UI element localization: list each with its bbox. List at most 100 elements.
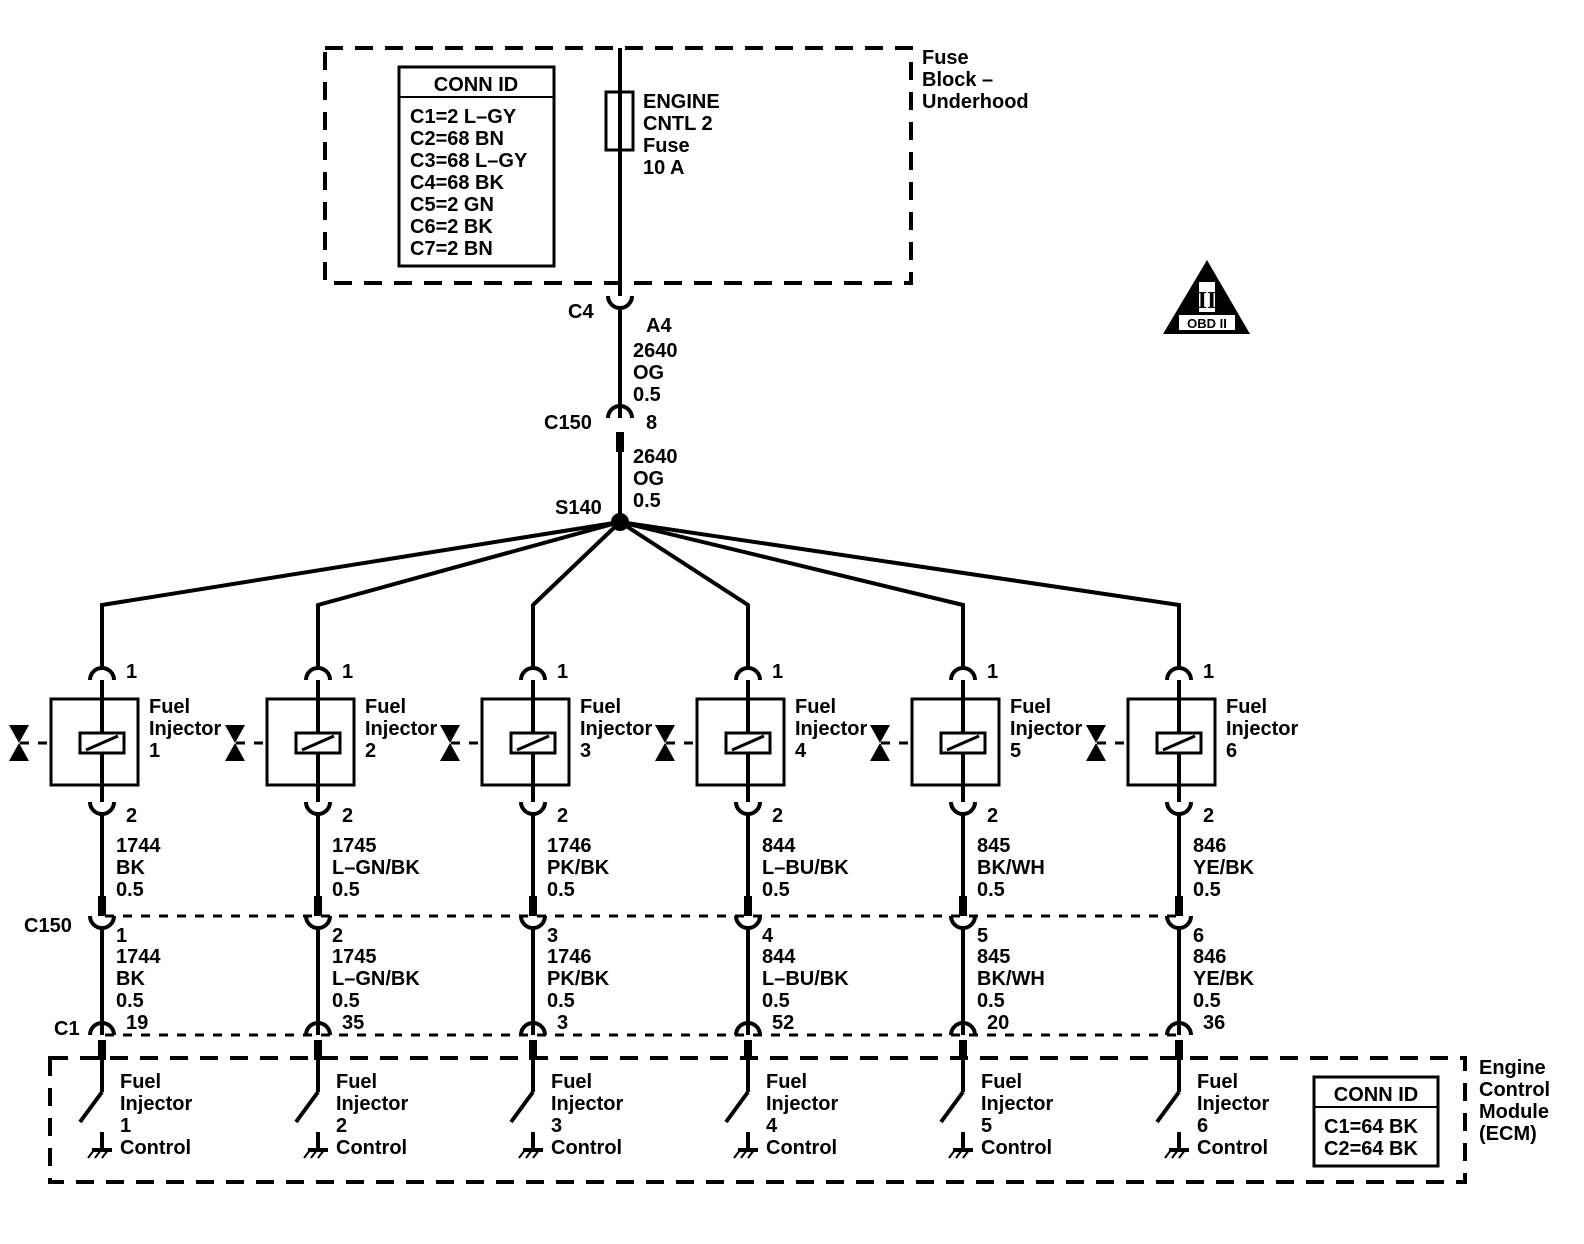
- injector-coil-slash: [85, 734, 119, 752]
- injector-top-connector: [88, 666, 116, 681]
- wire-gauge: 0.5: [762, 990, 790, 1012]
- obd-badge-roman-field: [1199, 282, 1215, 312]
- wire-circuit: 2640: [633, 340, 678, 362]
- ecm-control-label-line: Control: [551, 1137, 622, 1159]
- fuse-block-conn-id-table: CONN ID C1=2 L–GY C2=68 BN C3=68 L–GY C4…: [397, 65, 556, 268]
- c1-connector-symbol: [734, 1021, 762, 1036]
- ecm-control-label-line: 1: [120, 1115, 131, 1137]
- injector-top-pin: 1: [557, 661, 568, 683]
- conn-id-row: C3=68 L–GY: [410, 150, 528, 172]
- wire-color: YE/BK: [1193, 857, 1255, 879]
- c150-connector-symbol: [519, 915, 547, 930]
- ecm-switch-icon: [509, 1090, 535, 1124]
- ecm-switch-icon: [1155, 1090, 1181, 1124]
- c150-pin-label: 8: [646, 412, 657, 434]
- ground-hatch: [1178, 1149, 1186, 1159]
- ecm-control-label-line: Control: [336, 1137, 407, 1159]
- c1-connector-symbol: [304, 1021, 332, 1036]
- fuse-block-label-line: Underhood: [922, 91, 1029, 113]
- injector-name-line: 2: [365, 740, 376, 762]
- ecm-control-label-line: Fuel: [551, 1071, 592, 1093]
- c150-connector-symbol: [1165, 915, 1193, 930]
- conn-id-row: C6=2 BK: [410, 216, 493, 238]
- ground-hatch: [962, 1149, 970, 1159]
- c150-connector-symbol: [949, 915, 977, 930]
- injector-top-pin: 1: [772, 661, 783, 683]
- ecm-control-label-line: 2: [336, 1115, 347, 1137]
- conn-id-row: C1=2 L–GY: [410, 106, 517, 128]
- wire-color: BK/WH: [977, 857, 1045, 879]
- branch-wire: [316, 520, 621, 668]
- wire-circuit: 845: [977, 835, 1010, 857]
- ecm-control-label-line: Fuel: [120, 1071, 161, 1093]
- branch-wire: [100, 520, 621, 668]
- ecm-outline: [48, 1056, 1467, 1184]
- wire-circuit: 1746: [547, 946, 592, 968]
- wire-color: BK/WH: [977, 968, 1045, 990]
- ecm-label-line: (ECM): [1479, 1123, 1537, 1145]
- wire-color: L–BU/BK: [762, 968, 849, 990]
- ground-hatch: [955, 1149, 963, 1159]
- ground-hatch: [1171, 1149, 1179, 1159]
- ecm-label: Engine Control Module (ECM): [1479, 1057, 1550, 1145]
- wire-gauge: 0.5: [977, 990, 1005, 1012]
- wire-circuit: 1746: [547, 835, 592, 857]
- wire-color: L–GN/BK: [332, 968, 420, 990]
- fuse-label-line: Fuse: [643, 135, 690, 157]
- wire-circuit: 844: [762, 835, 796, 857]
- wire-circuit: 1744: [116, 946, 161, 968]
- wire-gauge: 0.5: [633, 384, 661, 406]
- conn-id-title: CONN ID: [434, 74, 518, 96]
- conn-id-frame: [397, 65, 556, 268]
- injector-bottom-pin: 2: [987, 805, 998, 827]
- ecm-switch-icon: [78, 1090, 104, 1124]
- injector-coil-slash: [946, 734, 980, 752]
- injector-name-line: Injector: [1226, 718, 1298, 740]
- wire-circuit: 845: [977, 946, 1010, 968]
- injector-name-line: Fuel: [149, 696, 190, 718]
- obd-badge-roman: II: [1198, 288, 1217, 314]
- ecm-conn-id-title: CONN ID: [1334, 1084, 1418, 1106]
- injector-coil-slash: [516, 734, 550, 752]
- wire-color: YE/BK: [1193, 968, 1255, 990]
- ground-hatch: [317, 1149, 325, 1159]
- ground-hatch: [94, 1149, 102, 1159]
- injector-top-pin: 1: [126, 661, 137, 683]
- ecm-label-line: Module: [1479, 1101, 1549, 1123]
- c150-pin: 5: [977, 925, 988, 947]
- injector-name-line: 1: [149, 740, 160, 762]
- c150-terminal: [959, 896, 967, 916]
- c1-terminal: [1175, 1040, 1183, 1060]
- injector-name-line: Injector: [149, 718, 221, 740]
- wire-color: BK: [116, 968, 145, 990]
- c1-pin: 3: [557, 1012, 568, 1034]
- branch-wire: [619, 520, 1181, 668]
- injector-name-line: Injector: [580, 718, 652, 740]
- injector-name-line: Fuel: [365, 696, 406, 718]
- injector-name-line: Injector: [795, 718, 867, 740]
- wire-color: BK: [116, 857, 145, 879]
- ground-hatch: [740, 1149, 748, 1159]
- wire-gauge: 0.5: [1193, 990, 1221, 1012]
- c150-terminal: [1175, 896, 1183, 916]
- fuse-block-label-line: Fuse: [922, 47, 969, 69]
- fuse-label-line: 10 A: [643, 157, 685, 179]
- injector-columns: 1FuelInjector121744BK0.511744BK0.519Fuel…: [9, 520, 1298, 1159]
- ground-hatch: [948, 1149, 956, 1159]
- wire-circuit: 1745: [332, 835, 377, 857]
- injector-coil-slash: [731, 734, 765, 752]
- injector-bowtie-icon: [440, 725, 460, 761]
- c1-connector-symbol: [88, 1021, 116, 1036]
- injector-top-connector: [519, 666, 547, 681]
- fuse-block-label-line: Block –: [922, 69, 993, 91]
- ecm-conn-id-frame: [1312, 1075, 1440, 1168]
- injector-bottom-connector: [304, 801, 332, 816]
- ground-hatch: [1164, 1149, 1172, 1159]
- c1-terminal: [744, 1040, 752, 1060]
- injector-bottom-connector: [1165, 801, 1193, 816]
- wire-gauge: 0.5: [116, 879, 144, 901]
- injector-bowtie-icon: [225, 725, 245, 761]
- c1-pin: 36: [1203, 1012, 1225, 1034]
- ecm-control-label-line: 4: [766, 1115, 778, 1137]
- ecm-switch-icon: [939, 1090, 965, 1124]
